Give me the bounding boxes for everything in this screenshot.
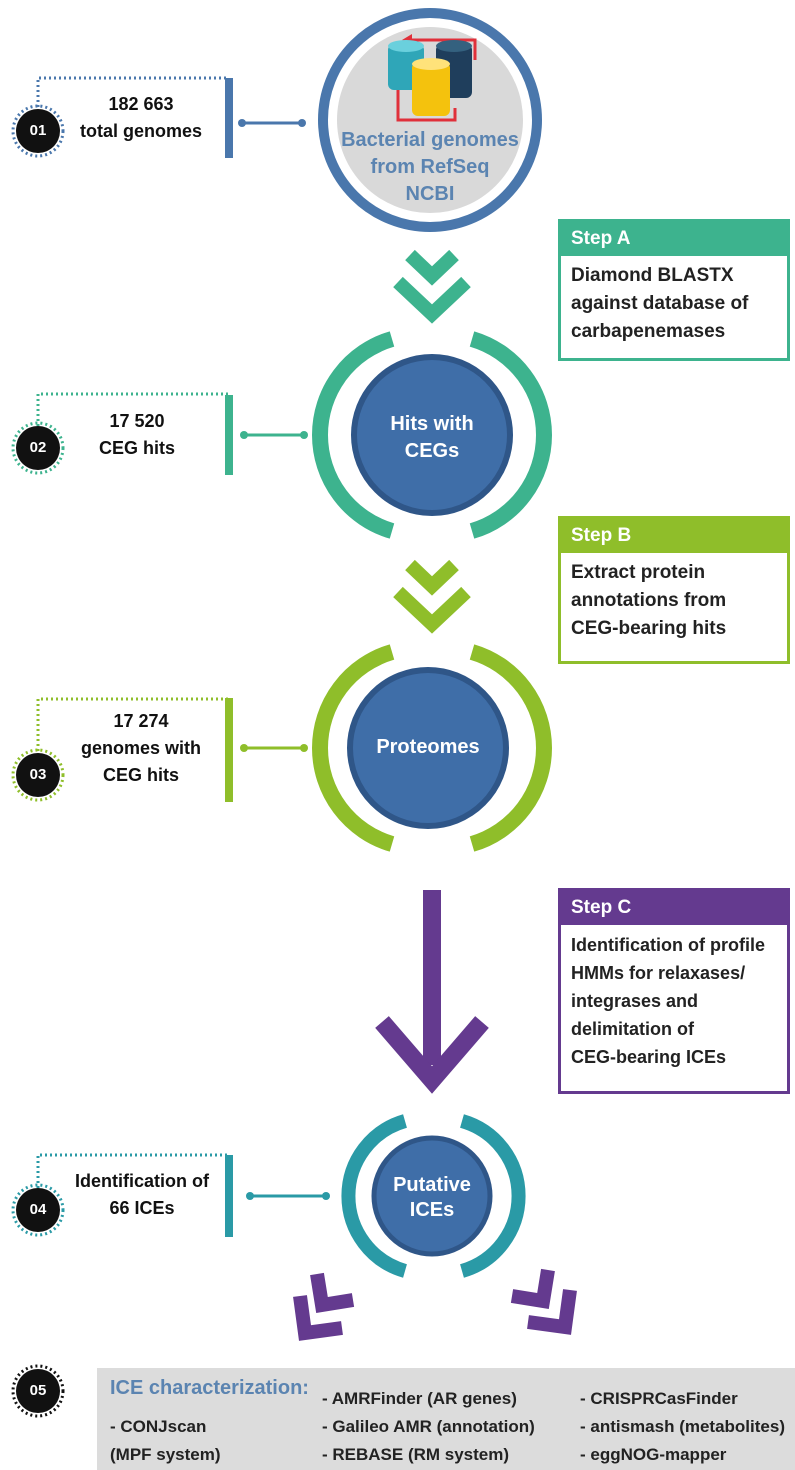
step-b-box: Step B Extract protein annotations from … — [558, 516, 790, 664]
stage-2-graphics — [11, 331, 552, 539]
node-label-2: Hits with CEGs — [390, 413, 474, 462]
arrow-down-left-icon — [293, 1272, 355, 1341]
stage-4-graphics — [11, 1114, 526, 1278]
node-ring-left — [312, 331, 395, 539]
list-item: - antismash (metabolites) — [580, 1417, 785, 1436]
stat-2: 17 520 CEG hits — [98, 411, 175, 458]
badge-03: 03 — [16, 753, 60, 797]
arrow-down-right-icon — [510, 1268, 577, 1335]
stage-1-graphics — [11, 8, 542, 232]
badge-ring — [11, 104, 65, 158]
chevron-down-icon — [393, 559, 471, 634]
step-c-body: Identification of profile HMMs for relax… — [571, 935, 765, 1067]
characterization-panel — [97, 1368, 795, 1470]
list-item: - REBASE (RM system) — [322, 1445, 510, 1464]
database-icon — [388, 34, 477, 122]
stat-4: Identification of 66 ICEs — [75, 1171, 209, 1218]
node-core — [371, 1135, 493, 1257]
badge-02: 02 — [16, 426, 60, 470]
badge-04: 04 — [16, 1188, 60, 1232]
node-label-1: Bacterial genomes from RefSeq NCBI — [341, 129, 519, 205]
chevron-down-icon — [393, 249, 471, 324]
dotted-connector — [36, 76, 228, 112]
badge-ring — [11, 1364, 65, 1418]
characterization-title: ICE characterization: — [110, 1377, 309, 1399]
characterization-col-3: - CRISPRCasFinder - antismash (metabolit… — [580, 1385, 785, 1469]
step-b-header: Step B — [561, 519, 787, 553]
list-item: - CRISPRCasFinder — [580, 1389, 738, 1408]
node-core — [351, 354, 513, 516]
arrow-down-icon — [375, 890, 489, 1094]
stage-3-graphics — [11, 644, 552, 852]
step-c-header: Step C — [561, 891, 787, 925]
badge-05: 05 — [16, 1369, 60, 1413]
step-a-header: Step A — [561, 222, 787, 256]
step-a-body: Diamond BLASTX against database of carba… — [571, 265, 749, 342]
list-item: - CONJscan — [110, 1417, 207, 1436]
stat-bar — [225, 78, 233, 158]
node-ring-right — [459, 1114, 526, 1278]
node-ring-right — [469, 331, 552, 539]
node-ring-left — [341, 1114, 408, 1278]
list-item: - eggNOG-mapper — [580, 1445, 727, 1464]
characterization-col-2: - AMRFinder (AR genes) - Galileo AMR (an… — [322, 1385, 535, 1469]
list-item: - AMRFinder (AR genes) — [322, 1389, 517, 1408]
badge-01: 01 — [16, 109, 60, 153]
node-core — [347, 667, 509, 829]
step-b-body: Extract protein annotations from CEG-bea… — [571, 562, 727, 639]
stat-3: 17 274 genomes with CEG hits — [80, 711, 201, 785]
node-ring-right — [469, 644, 552, 852]
step-c-box: Step C Identification of profile HMMs fo… — [558, 888, 790, 1094]
list-item: - Galileo AMR (annotation) — [322, 1417, 535, 1436]
characterization-col-1: - CONJscan (MPF system) — [110, 1413, 221, 1469]
node-ring-left — [312, 644, 395, 852]
stat-1: 182 663 total genomes — [79, 94, 203, 141]
step-a-box: Step A Diamond BLASTX against database o… — [558, 219, 790, 361]
node-label-3: Proteomes — [376, 736, 480, 758]
list-item: (MPF system) — [110, 1445, 221, 1464]
node-ring — [318, 8, 542, 232]
node-label-4: Putative ICEs — [393, 1174, 471, 1221]
